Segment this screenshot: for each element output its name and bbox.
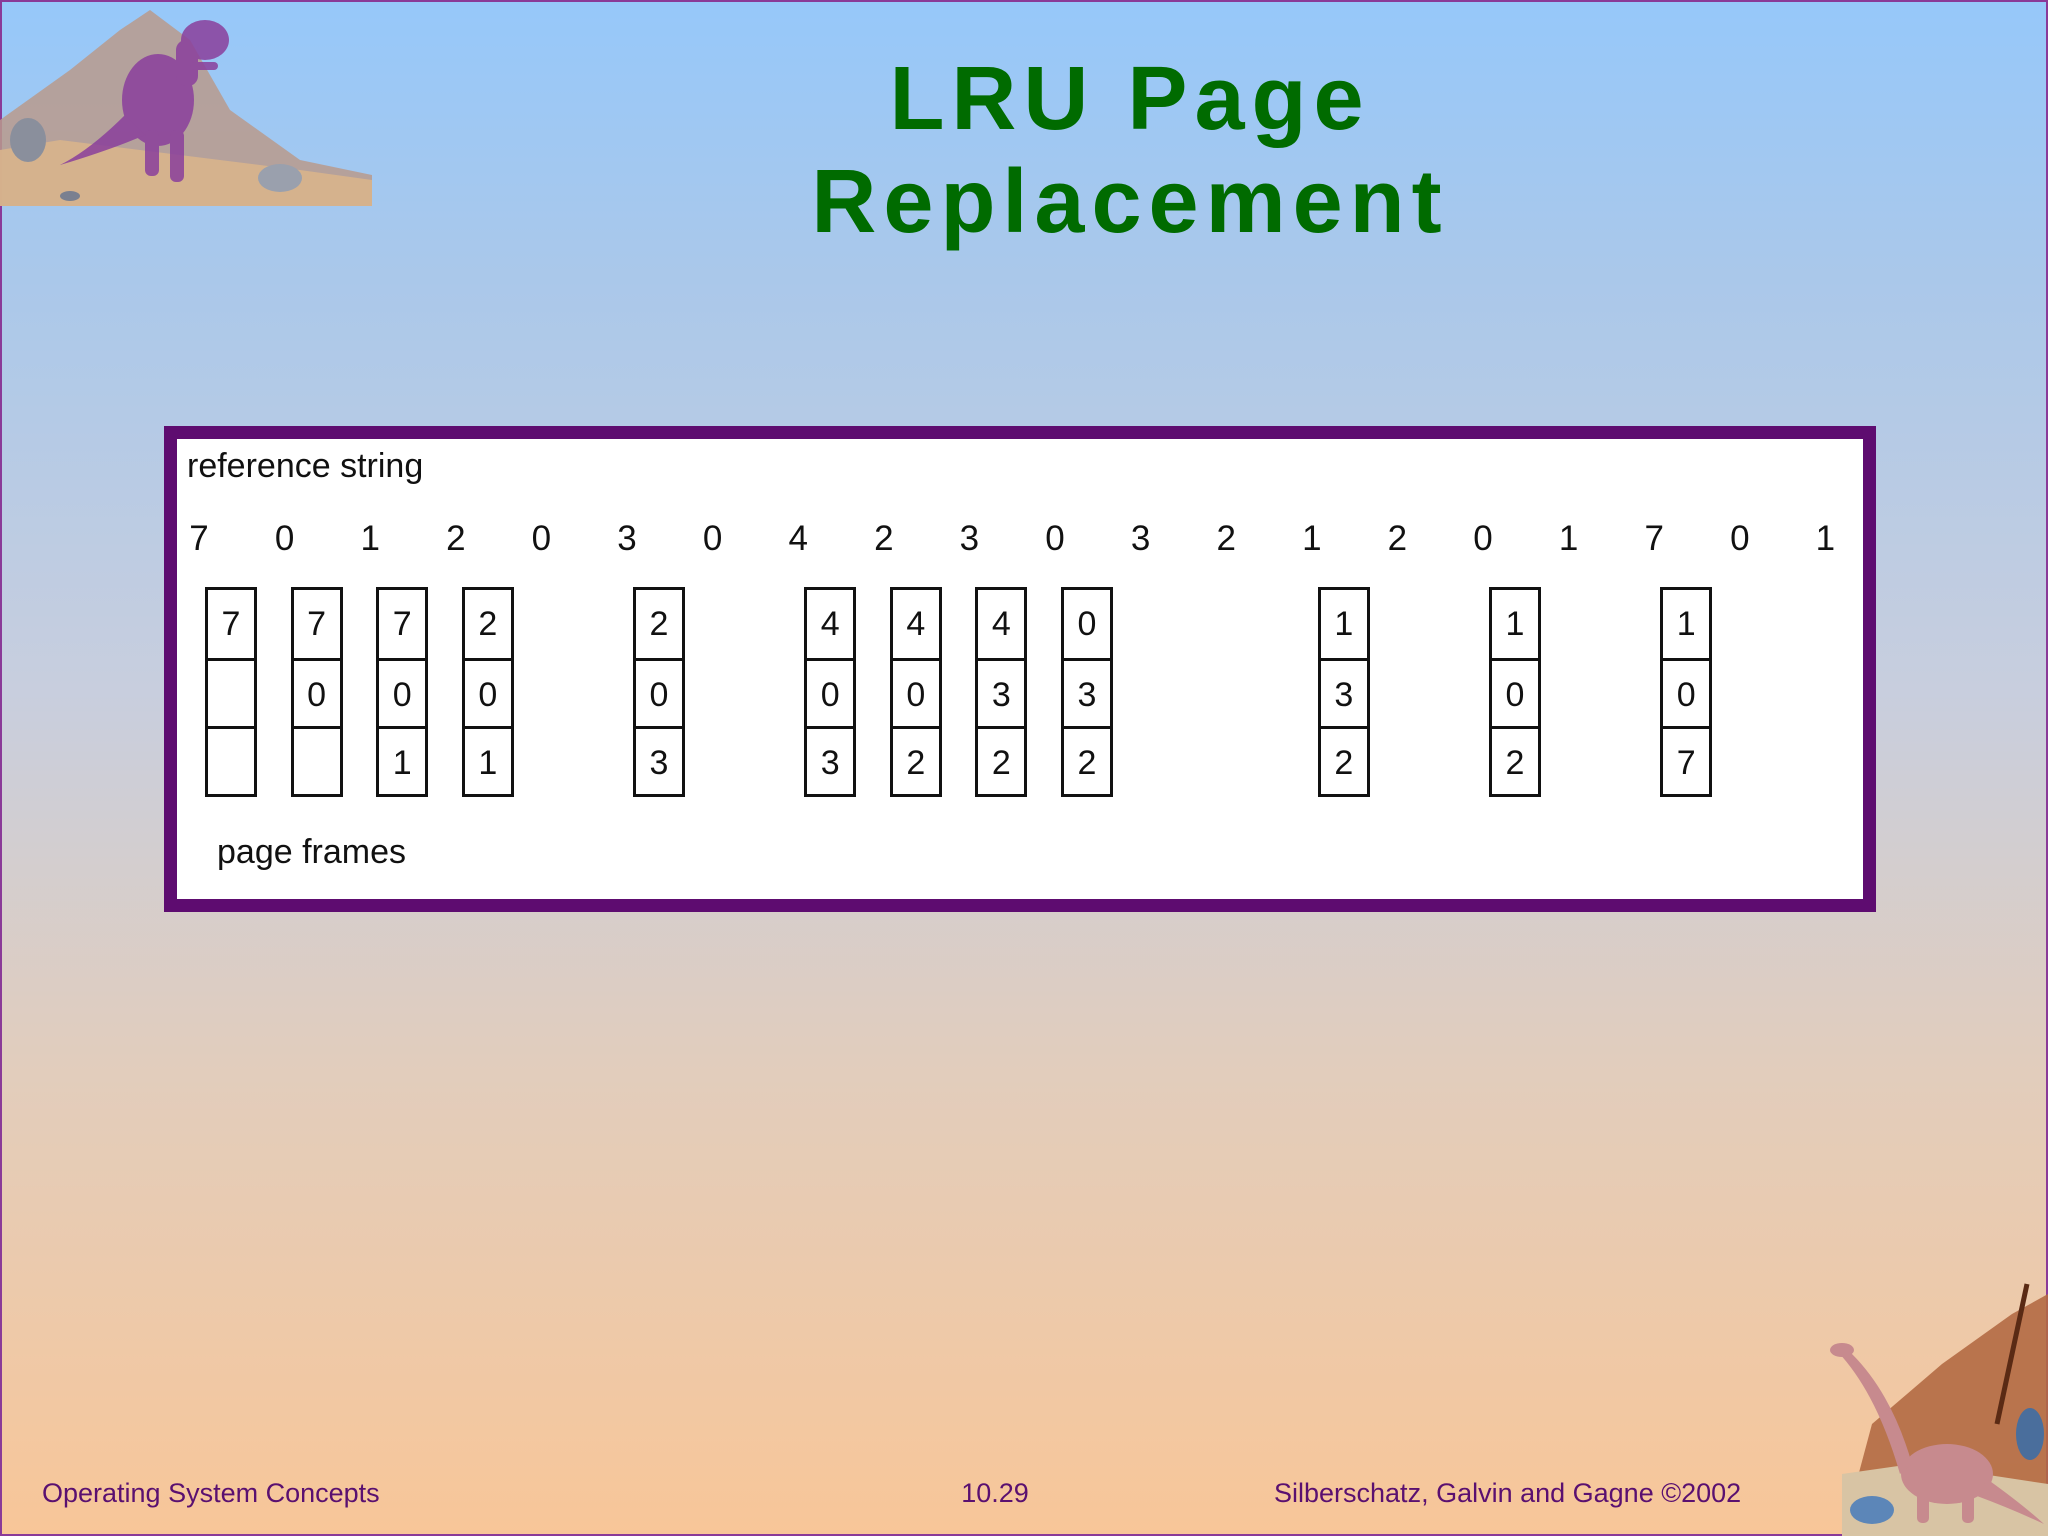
frame-cell: 2 bbox=[978, 726, 1025, 794]
reference-string-label: reference string bbox=[187, 447, 424, 485]
reference-value: 0 bbox=[1473, 519, 1493, 558]
frame-cell bbox=[208, 658, 254, 726]
slide-title: LRU Page Replacement bbox=[811, 49, 1449, 252]
frame-cell: 1 bbox=[464, 726, 511, 794]
frame-cell: 7 bbox=[392, 605, 412, 643]
reference-value: 0 bbox=[531, 519, 552, 558]
frame-cell: 3 bbox=[978, 658, 1025, 726]
frame-cell: 1 bbox=[1334, 605, 1354, 643]
reference-value: 0 bbox=[1730, 519, 1750, 558]
frame-cell: 0 bbox=[464, 658, 511, 726]
frame-cell: 0 bbox=[1077, 605, 1097, 643]
reference-value: 1 bbox=[1815, 519, 1836, 558]
footer-course-title: Operating System Concepts bbox=[42, 1478, 380, 1508]
frame-cell: 1 bbox=[379, 726, 426, 794]
frame-cell: 0 bbox=[293, 658, 340, 726]
reference-value: 3 bbox=[1130, 519, 1151, 558]
reference-value: 2 bbox=[1387, 519, 1408, 558]
frame-cell: 1 bbox=[1505, 605, 1525, 643]
frame-cell: 2 bbox=[478, 605, 498, 643]
footer-slide-number: 10.29 bbox=[961, 1478, 1029, 1508]
reference-value: 0 bbox=[702, 519, 723, 558]
frame-cell: 2 bbox=[892, 726, 939, 794]
frame-cell: 0 bbox=[1492, 658, 1538, 726]
frame-cell: 0 bbox=[807, 658, 854, 726]
reference-value: 7 bbox=[1644, 519, 1664, 558]
frame-cell bbox=[208, 726, 254, 794]
page-frames-label: page frames bbox=[217, 833, 406, 871]
reference-value: 4 bbox=[788, 519, 808, 558]
reference-value: 1 bbox=[360, 519, 380, 558]
frame-cell: 3 bbox=[1320, 658, 1367, 726]
frame-cell: 7 bbox=[1663, 726, 1710, 794]
frame-cell: 0 bbox=[1663, 658, 1710, 726]
frame-cell: 3 bbox=[807, 726, 854, 794]
frame-cell: 7 bbox=[221, 605, 241, 643]
reference-value: 2 bbox=[1216, 519, 1236, 558]
frame-cell bbox=[293, 726, 340, 794]
reference-value: 1 bbox=[1558, 519, 1579, 558]
reference-value: 3 bbox=[959, 519, 980, 558]
trex-illustration bbox=[0, 10, 372, 206]
frame-cell: 4 bbox=[991, 605, 1011, 643]
frame-cell: 3 bbox=[636, 726, 682, 794]
brachiosaurus-illustration bbox=[1830, 1283, 2048, 1536]
frame-column: 7 bbox=[205, 587, 257, 797]
reference-value: 1 bbox=[1302, 519, 1322, 558]
frame-cell: 0 bbox=[892, 658, 939, 726]
frame-cell: 2 bbox=[1492, 726, 1538, 794]
reference-value: 2 bbox=[874, 519, 894, 558]
frame-cell: 3 bbox=[1064, 658, 1110, 726]
frame-cell: 0 bbox=[636, 658, 682, 726]
reference-string-sequence: 7 0 1 2 0 3 0 4 2 3 0 3 2 1 2 0 1 7 0 1 bbox=[177, 519, 1863, 559]
frame-cell: 2 bbox=[1320, 726, 1367, 794]
reference-value: 7 bbox=[189, 519, 209, 558]
reference-value: 3 bbox=[617, 519, 637, 558]
reference-value: 0 bbox=[1045, 519, 1065, 558]
frame-cell: 1 bbox=[1676, 605, 1696, 643]
reference-value: 2 bbox=[446, 519, 466, 558]
frame-cell: 0 bbox=[379, 658, 426, 726]
frame-cell: 4 bbox=[906, 605, 926, 643]
footer-copyright: Silberschatz, Galvin and Gagne ©2002 bbox=[1274, 1478, 1742, 1508]
frame-cell: 4 bbox=[820, 605, 840, 643]
frame-cell: 7 bbox=[307, 605, 327, 643]
reference-value: 0 bbox=[274, 519, 295, 558]
frame-cell: 2 bbox=[1064, 726, 1110, 794]
frame-cell: 2 bbox=[649, 605, 669, 643]
